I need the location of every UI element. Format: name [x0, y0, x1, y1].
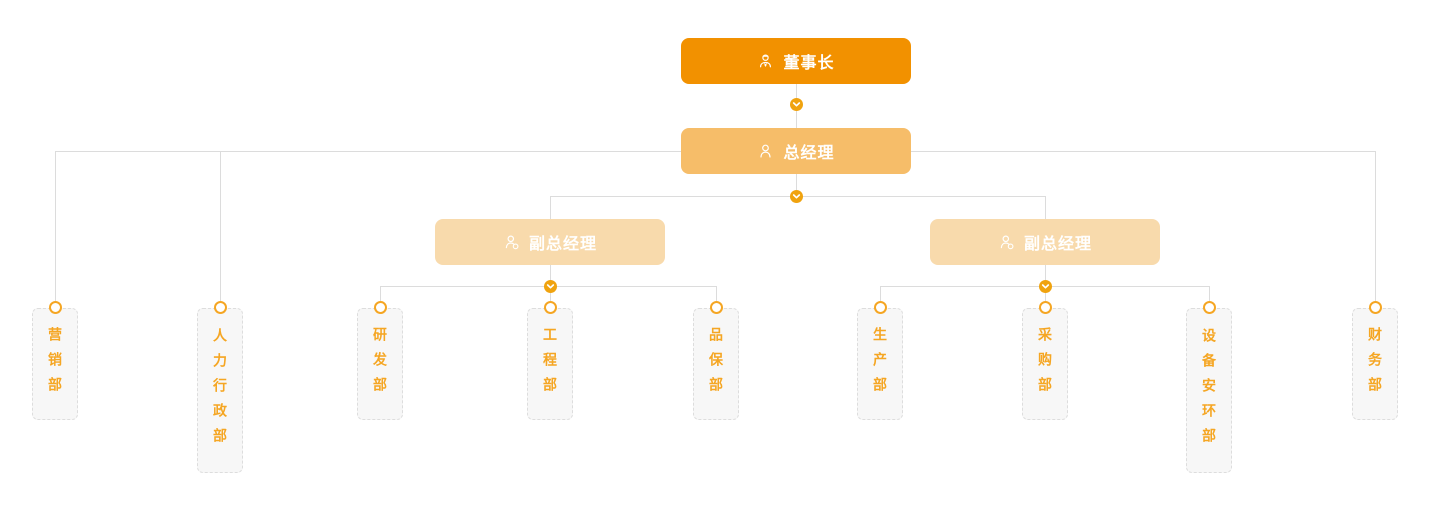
node-label: 副总经理 — [528, 236, 597, 253]
connector-line — [1045, 286, 1046, 301]
connector-dot — [1038, 300, 1052, 314]
connector-line — [55, 151, 56, 301]
node-chairman[interactable]: 董事长 — [681, 38, 911, 84]
node-general-manager[interactable]: 总经理 — [681, 128, 911, 174]
chevron-down-icon — [1041, 283, 1049, 289]
dept-label: 研发部 — [372, 326, 388, 402]
connector-line — [1209, 286, 1210, 301]
connector-line — [550, 265, 551, 286]
dept-label: 工程部 — [542, 326, 558, 402]
dept-label: 营销部 — [47, 326, 63, 402]
dept-purchasing[interactable]: 采购部 — [1022, 308, 1068, 420]
node-label: 董事长 — [783, 55, 835, 72]
connector-dot — [873, 300, 887, 314]
node-deputy-manager-left[interactable]: 副总经理 — [435, 219, 665, 265]
connector-line — [220, 151, 221, 301]
collapse-toggle[interactable] — [1038, 279, 1052, 293]
dept-engineering[interactable]: 工程部 — [527, 308, 573, 420]
chevron-down-icon — [792, 101, 800, 107]
collapse-toggle[interactable] — [789, 189, 803, 203]
connector-dot — [543, 300, 557, 314]
node-deputy-manager-right[interactable]: 副总经理 — [930, 219, 1160, 265]
user-badge-icon — [998, 234, 1015, 251]
collapse-toggle[interactable] — [543, 279, 557, 293]
dept-quality-assurance[interactable]: 品保部 — [693, 308, 739, 420]
connector-line — [550, 196, 551, 219]
chevron-down-icon — [546, 283, 554, 289]
connector-dot — [1368, 300, 1382, 314]
connector-line — [1375, 151, 1376, 301]
node-label: 总经理 — [783, 145, 835, 162]
dept-hr-admin[interactable]: 人力行政部 — [197, 308, 243, 473]
connector-line — [716, 286, 717, 301]
connector-line — [1045, 265, 1046, 286]
user-badge-icon — [503, 234, 520, 251]
dept-label: 品保部 — [708, 326, 724, 402]
dept-equipment-safety-env[interactable]: 设备安环部 — [1186, 308, 1232, 473]
dept-label: 采购部 — [1037, 326, 1053, 402]
user-tie-icon — [757, 53, 774, 70]
chevron-down-icon — [792, 193, 800, 199]
connector-line — [550, 286, 551, 301]
dept-label: 设备安环部 — [1201, 328, 1217, 453]
connector-line — [796, 174, 797, 196]
connector-dot — [709, 300, 723, 314]
dept-label: 人力行政部 — [212, 328, 228, 453]
connector-line — [380, 286, 381, 301]
collapse-toggle[interactable] — [789, 97, 803, 111]
connector-dot — [213, 300, 227, 314]
connector-dot — [1202, 300, 1216, 314]
connector-dot — [373, 300, 387, 314]
dept-label: 财务部 — [1367, 326, 1383, 402]
dept-production[interactable]: 生产部 — [857, 308, 903, 420]
node-label: 副总经理 — [1023, 236, 1092, 253]
connector-line — [880, 286, 881, 301]
dept-research-development[interactable]: 研发部 — [357, 308, 403, 420]
connector-line — [1045, 196, 1046, 219]
connector-dot — [48, 300, 62, 314]
dept-marketing[interactable]: 营销部 — [32, 308, 78, 420]
dept-finance[interactable]: 财务部 — [1352, 308, 1398, 420]
user-icon — [757, 143, 774, 160]
dept-label: 生产部 — [872, 326, 888, 402]
